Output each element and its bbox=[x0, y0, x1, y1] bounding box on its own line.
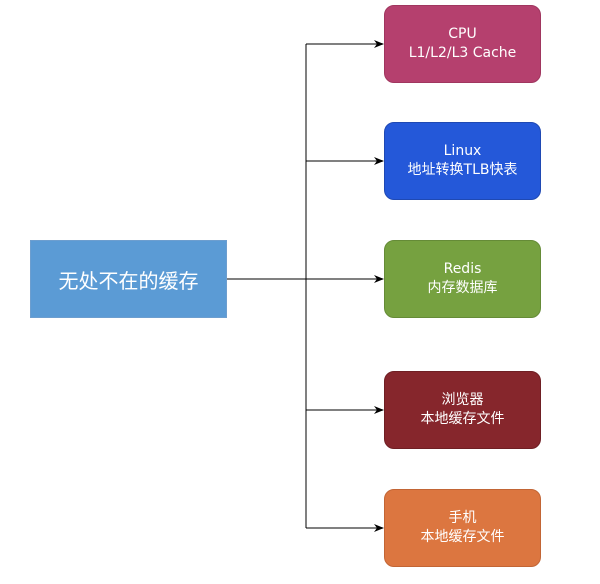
node-title: 浏览器 bbox=[441, 392, 484, 408]
node-subtitle: 本地缓存文件 bbox=[420, 529, 505, 545]
node-subtitle: 地址转换TLB快表 bbox=[407, 162, 518, 178]
node-title: CPU bbox=[448, 26, 477, 42]
node-phone: 手机 本地缓存文件 bbox=[384, 489, 541, 567]
node-cpu: CPU L1/L2/L3 Cache bbox=[384, 5, 541, 83]
node-redis: Redis 内存数据库 bbox=[384, 240, 541, 318]
node-title: Redis bbox=[443, 261, 482, 277]
node-subtitle: 内存数据库 bbox=[427, 280, 498, 296]
node-browser: 浏览器 本地缓存文件 bbox=[384, 371, 541, 449]
node-title: Linux bbox=[443, 143, 482, 159]
root-node: 无处不在的缓存 bbox=[30, 240, 227, 318]
node-title: 手机 bbox=[448, 510, 477, 526]
node-linux: Linux 地址转换TLB快表 bbox=[384, 122, 541, 200]
root-node-label: 无处不在的缓存 bbox=[58, 268, 199, 293]
node-subtitle: L1/L2/L3 Cache bbox=[408, 45, 517, 61]
node-subtitle: 本地缓存文件 bbox=[420, 411, 505, 427]
